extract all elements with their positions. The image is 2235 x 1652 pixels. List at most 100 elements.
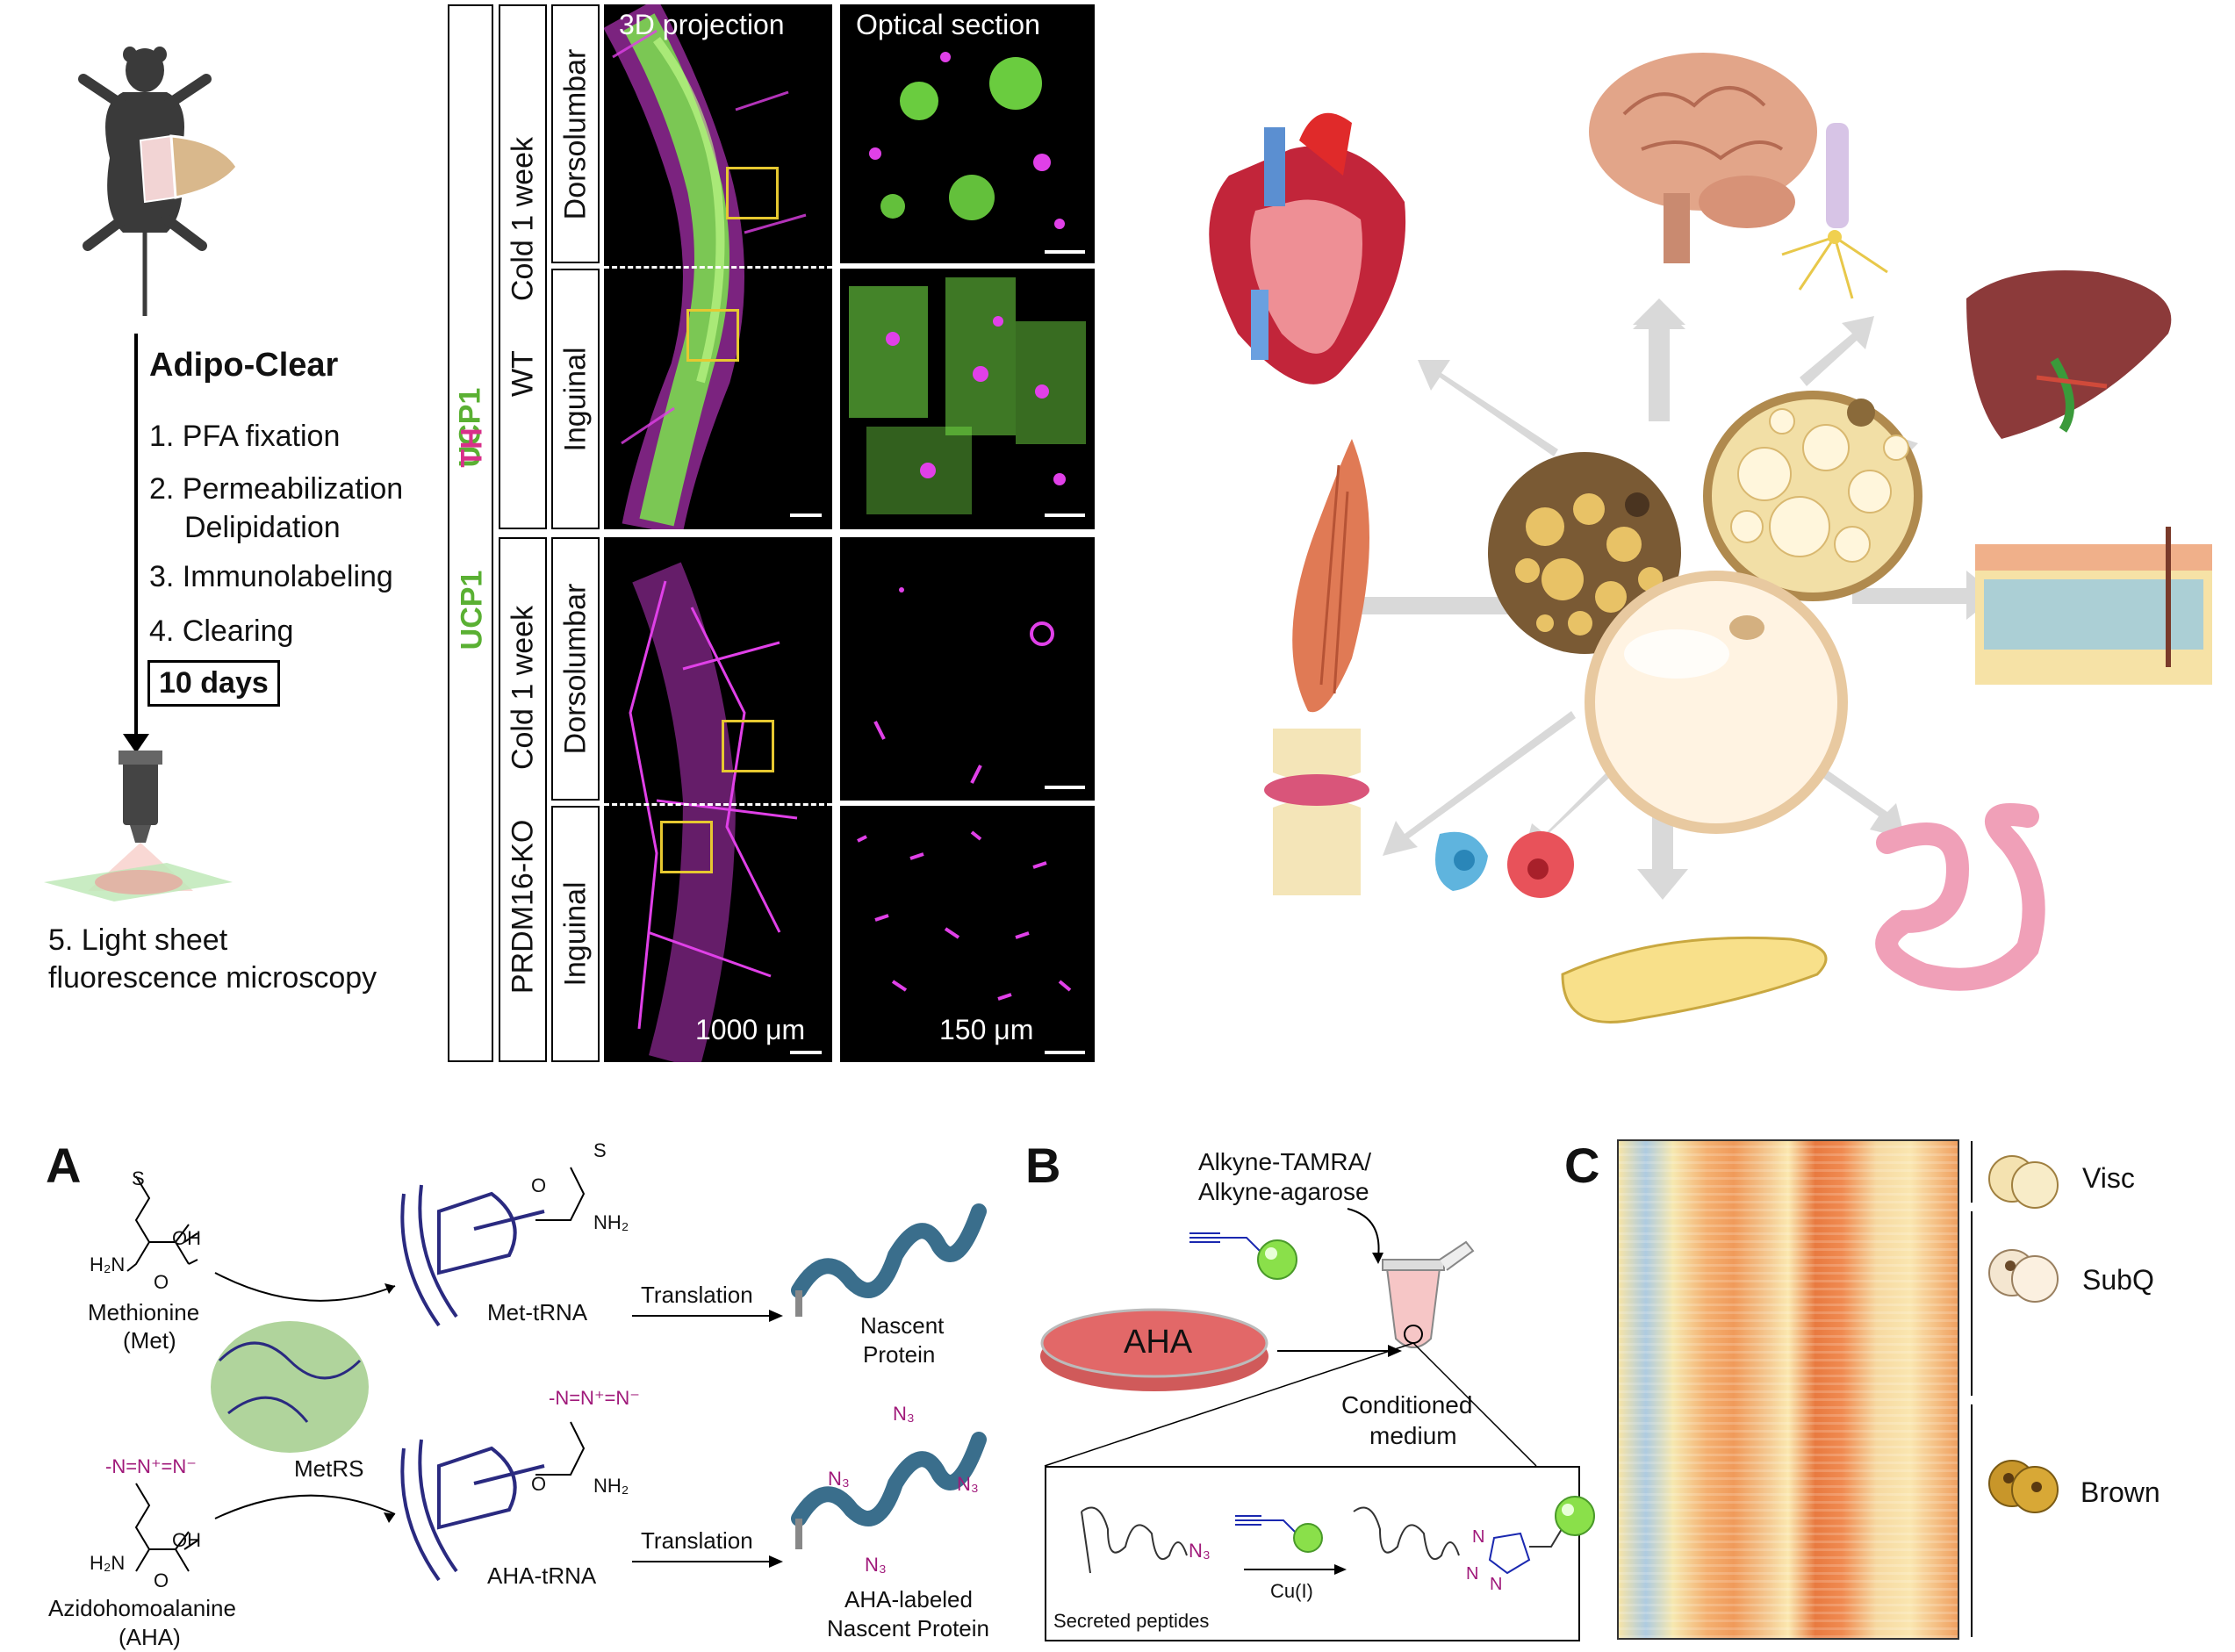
catalyst-bead xyxy=(1235,1515,1323,1553)
aha-protein-n3-3: N₃ xyxy=(957,1473,979,1495)
aha-trna-label: AHA-tRNA xyxy=(487,1562,597,1589)
medium-line1: Conditioned xyxy=(1341,1391,1473,1419)
optical-ko-dorsolumbar xyxy=(840,537,1095,801)
brain-icon xyxy=(1589,53,1817,263)
met-trna-icon xyxy=(400,1167,586,1327)
group-subq: SubQ xyxy=(2082,1264,2154,1296)
bracket-brown xyxy=(1971,1404,1973,1637)
translation-label-2: Translation xyxy=(641,1527,753,1554)
region-ko-dorsolumbar: Dorsolumbar xyxy=(551,537,600,801)
mouse-icon xyxy=(78,47,239,316)
pancreas-icon xyxy=(1561,936,1828,1024)
timeline-line xyxy=(134,334,138,737)
liver-icon xyxy=(1966,270,2172,439)
aha-trna-azide: -N=N⁺=N⁻ xyxy=(549,1387,640,1409)
methionine-structure xyxy=(126,1175,198,1272)
duration-box: 10 days xyxy=(147,660,280,707)
col-header-optical: Optical section xyxy=(856,9,1040,40)
met-o: O xyxy=(154,1271,169,1293)
panel-b: B Alkyne-TAMRA/ Alkyne-agarose AHA Condi… xyxy=(1018,1124,1595,1650)
catalyst-arrowhead xyxy=(1334,1564,1347,1575)
secreted-label: Secreted peptides xyxy=(1053,1610,1210,1632)
scale-label-150: 150 μm xyxy=(939,1014,1034,1045)
scale-label-1000: 1000 μm xyxy=(695,1014,806,1045)
optical-wt-inguinal xyxy=(840,269,1095,529)
th-label: TH xyxy=(455,427,489,468)
aha-protein-n3-2: N₃ xyxy=(828,1468,850,1490)
bracket-visc xyxy=(1971,1141,1973,1203)
reagent-arrow xyxy=(1347,1208,1383,1264)
region-wt-dorsolumbar: Dorsolumbar xyxy=(551,4,600,263)
scalebar-optical-4 xyxy=(1045,1051,1085,1054)
translation-label-1: Translation xyxy=(641,1282,753,1308)
met-trna-nh2: NH₂ xyxy=(593,1211,629,1233)
met-s: S xyxy=(132,1167,145,1189)
bracket-subq xyxy=(1971,1211,1973,1396)
translation-arrow-2 xyxy=(632,1561,773,1562)
met-h2n: H₂N xyxy=(90,1253,126,1275)
brown-adipocyte-icon xyxy=(1988,1460,2059,1513)
region-wt-inguinal: Inguinal xyxy=(551,269,600,529)
translation-arrowhead-2 xyxy=(769,1555,783,1568)
group-visc: Visc xyxy=(2082,1162,2135,1194)
peptide-coil-1 xyxy=(1081,1506,1188,1574)
wt-genotype: WT xyxy=(506,350,539,398)
panel-a-letter: A xyxy=(46,1138,82,1193)
microscope-icon xyxy=(44,751,233,901)
aha-abbr: (AHA) xyxy=(119,1624,181,1650)
aha-labeled-label-1: AHA-labeled xyxy=(844,1586,973,1612)
scalebar-optical-2 xyxy=(1045,514,1085,517)
aha-labeled-protein-helix xyxy=(791,1432,987,1549)
aha-azide: -N=N⁺=N⁻ xyxy=(105,1455,197,1477)
heatmap xyxy=(1617,1139,1959,1640)
step-2: 2. Permeabilization xyxy=(149,472,404,506)
translation-arrow-1 xyxy=(632,1315,773,1317)
alkyne-bead-icon xyxy=(1189,1232,1297,1280)
dish-arrowhead xyxy=(1388,1345,1402,1357)
met-trna-s: S xyxy=(593,1139,607,1161)
met-trna-o: O xyxy=(531,1174,547,1196)
optical-ko-inguinal xyxy=(840,806,1095,1062)
step-2b: Delipidation xyxy=(184,511,341,544)
nascent-protein-helix xyxy=(791,1203,987,1317)
protocol-section: Adipo-Clear 1. PFA fixation 2. Permeabil… xyxy=(0,0,439,1009)
neuron-icon xyxy=(1781,123,1888,299)
peptide-coil-2 xyxy=(1353,1496,1595,1575)
divider-wt-projection xyxy=(604,266,832,269)
aha-trna-nh2: NH₂ xyxy=(593,1475,629,1497)
ko-genotype: PRDM16-KO xyxy=(506,819,539,995)
final-step-line1: 5. Light sheet xyxy=(48,923,228,957)
aha-oh: OH xyxy=(172,1529,201,1551)
metrs-enzyme-icon xyxy=(211,1321,369,1453)
ko-condition: Cold 1 week xyxy=(506,605,539,771)
visc-adipocyte-icon xyxy=(1988,1155,2059,1209)
heart-icon xyxy=(1209,112,1406,384)
ucp1-label-pos: UCP1 xyxy=(455,570,489,650)
translation-arrowhead-1 xyxy=(769,1310,783,1322)
timeline-arrowhead xyxy=(123,734,149,753)
tube-icon xyxy=(1382,1240,1475,1348)
scalebar-optical-1 xyxy=(1045,250,1085,254)
panel-c-letter: C xyxy=(1564,1138,1600,1193)
triazole-n2: N xyxy=(1466,1564,1479,1584)
arrow-aha-to-trna xyxy=(214,1494,396,1523)
reagent-line2: Alkyne-agarose xyxy=(1198,1178,1369,1205)
panel-c: C Visc SubQ Brown xyxy=(1563,1124,2235,1650)
aha-trna-icon xyxy=(400,1421,586,1582)
roi-ko-inguinal xyxy=(660,821,713,873)
wt-group-box: WT Cold 1 week xyxy=(499,4,547,529)
catalyst-label: Cu(I) xyxy=(1270,1580,1313,1602)
roi-wt-dorsolumbar xyxy=(726,167,779,219)
medium-line2: medium xyxy=(1369,1422,1457,1449)
final-step-line2: fluorescence microscopy xyxy=(48,961,377,995)
nascent-label-2: Protein xyxy=(863,1341,936,1368)
skin-icon xyxy=(1975,527,2212,685)
organ-crosstalk xyxy=(1132,0,2235,1071)
projection-ko xyxy=(604,537,832,1062)
click-chemistry-box: N₃ Secreted peptides Cu(I) N N N xyxy=(1045,1466,1595,1641)
met-oh: OH xyxy=(172,1227,201,1249)
region-ko-inguinal: Inguinal xyxy=(551,806,600,1062)
group-brown: Brown xyxy=(2080,1476,2160,1508)
protocol-title: Adipo-Clear xyxy=(149,347,339,384)
aha-labeled-label-2: Nascent Protein xyxy=(827,1615,989,1641)
